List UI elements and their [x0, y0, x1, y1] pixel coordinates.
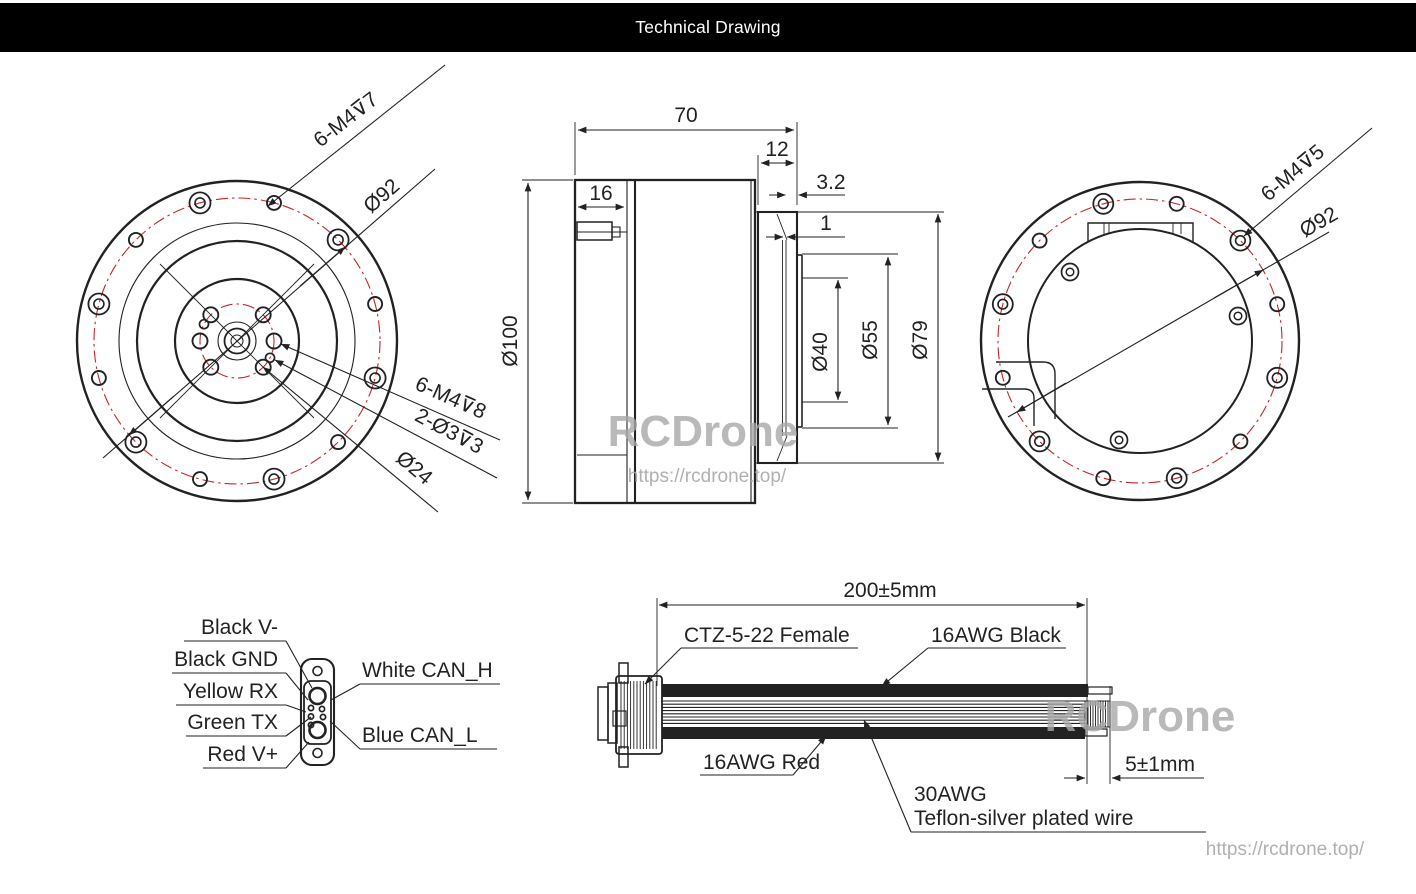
front-dia92-dimension — [102, 168, 436, 459]
watermark-brand-right: RCDrone — [1045, 692, 1236, 741]
front-label-hub: Ø24 — [392, 446, 437, 489]
pinout-diagram: Black V- Black GND Yellow RX Green TX Re… — [172, 616, 500, 769]
dim-step: 3.2 — [816, 171, 845, 194]
pin-label-can-l: Blue CAN_L — [362, 724, 478, 747]
watermark-brand-center: RCDrone — [608, 407, 799, 456]
pinout-connector — [299, 657, 336, 767]
dim-lip: 1 — [820, 212, 832, 235]
connector-hatch — [620, 681, 657, 749]
title-bar: Technical Drawing — [0, 3, 1416, 52]
dim-rear: 12 — [765, 138, 788, 161]
label-signal-wire-line1: 30AWG — [914, 783, 987, 806]
dim-strip-length: 5±1mm — [1125, 753, 1195, 776]
cable-assembly: 200±5mm CTZ-5-22 Female 16AWG Black 16AW… — [597, 579, 1236, 833]
watermark-url-center: https://rcdrone.top/ — [628, 466, 787, 487]
front-hub-bolt-circle — [199, 303, 275, 379]
back-label-bolt-circle: Ø92 — [1296, 202, 1342, 242]
signal-wire-bundle — [662, 700, 1111, 728]
wire-black-16awg — [662, 684, 1113, 697]
dim-bore-dia: Ø40 — [809, 332, 832, 372]
dim-length: 70 — [674, 104, 697, 127]
front-view: 6-M4⊽7 Ø92 6-M4⊽8 2-Ø3⊽3 Ø24 — [75, 64, 501, 513]
strip-length-dimension: 5±1mm — [1064, 753, 1204, 782]
cable-length-dimension: 200±5mm — [656, 579, 1111, 784]
dim-recess-dia: Ø55 — [859, 320, 882, 360]
front-outer-circle — [75, 179, 399, 503]
label-signal-wire-line2: Teflon-silver plated wire — [914, 807, 1133, 830]
back-top-tab — [1087, 222, 1194, 242]
watermark-url-bottom: https://rcdrone.top/ — [1206, 839, 1365, 860]
pin-label-rx: Yellow RX — [183, 680, 278, 703]
flange-outline — [756, 210, 799, 465]
back-bolt-circle — [997, 198, 1283, 484]
dim-cable-length: 200±5mm — [843, 579, 936, 602]
label-wire-black: 16AWG Black — [931, 624, 1061, 647]
dim-front-section: 16 — [589, 182, 612, 205]
pin-label-v-neg: Black V- — [201, 616, 278, 639]
back-outer-circle — [979, 180, 1301, 502]
back-view: 6-M4⊽5 Ø92 — [979, 127, 1373, 502]
page-title: Technical Drawing — [635, 17, 781, 37]
side-connector-tab — [576, 221, 613, 241]
side-dimensions: Ø100 70 12 3.2 1 16 Ø40 Ø55 Ø79 — [499, 104, 942, 501]
front-label-bolts-top: 6-M4⊽7 — [309, 88, 382, 152]
back-inner-holes — [1060, 262, 1248, 450]
front-bolt-circle — [93, 197, 381, 485]
front-bolt-holes — [87, 191, 387, 491]
pin-label-v-pos: Red V+ — [207, 743, 278, 766]
pin-label-can-h: White CAN_H — [362, 659, 493, 682]
dim-flange-dia: Ø79 — [909, 320, 932, 360]
back-dia92-dimension — [1007, 231, 1330, 418]
label-cable-connector: CTZ-5-22 Female — [684, 624, 850, 647]
pin-label-tx: Green TX — [187, 711, 278, 734]
wire-red-16awg — [662, 727, 1108, 739]
back-wire-notch — [982, 361, 1056, 426]
front-label-bolt-circle: Ø92 — [359, 174, 404, 217]
motor-body-outline — [573, 178, 757, 505]
dim-outer-dia: Ø100 — [499, 315, 522, 366]
front-hub-holes — [191, 306, 283, 376]
back-bolt-holes — [991, 192, 1289, 490]
side-view: Ø100 70 12 3.2 1 16 Ø40 Ø55 Ø79 RCDrone … — [499, 104, 944, 505]
cable-connector — [597, 662, 663, 768]
back-rotor-circle — [1027, 228, 1253, 454]
pin-label-gnd: Black GND — [174, 648, 278, 671]
label-wire-red: 16AWG Red — [703, 751, 820, 774]
